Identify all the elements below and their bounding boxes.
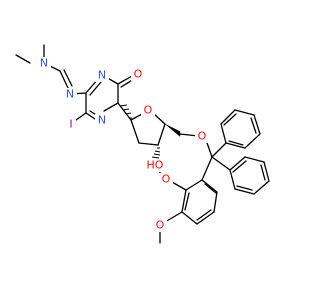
o-ether-label: O (198, 130, 207, 143)
molecule-structure: N N N N O O O HO O O I (15, 44, 270, 244)
n-dimethyl-label: N (40, 57, 48, 70)
o-methoxy-upper-label: O (162, 173, 171, 186)
iodine-label: I (69, 118, 72, 131)
o-furanose-label: O (144, 104, 153, 117)
oh-3prime-label: HO (147, 159, 164, 172)
o-methoxy-lower-label: O (156, 219, 165, 232)
o-carbonyl-label: O (134, 68, 143, 81)
stereo-bond-layer (119, 104, 181, 159)
n3-ring-label: N (98, 69, 106, 82)
atom-label-layer: N N N N O O O HO O O I (37, 57, 209, 232)
n1-ring-label: N (98, 114, 106, 127)
n-imine-label: N (66, 88, 74, 101)
